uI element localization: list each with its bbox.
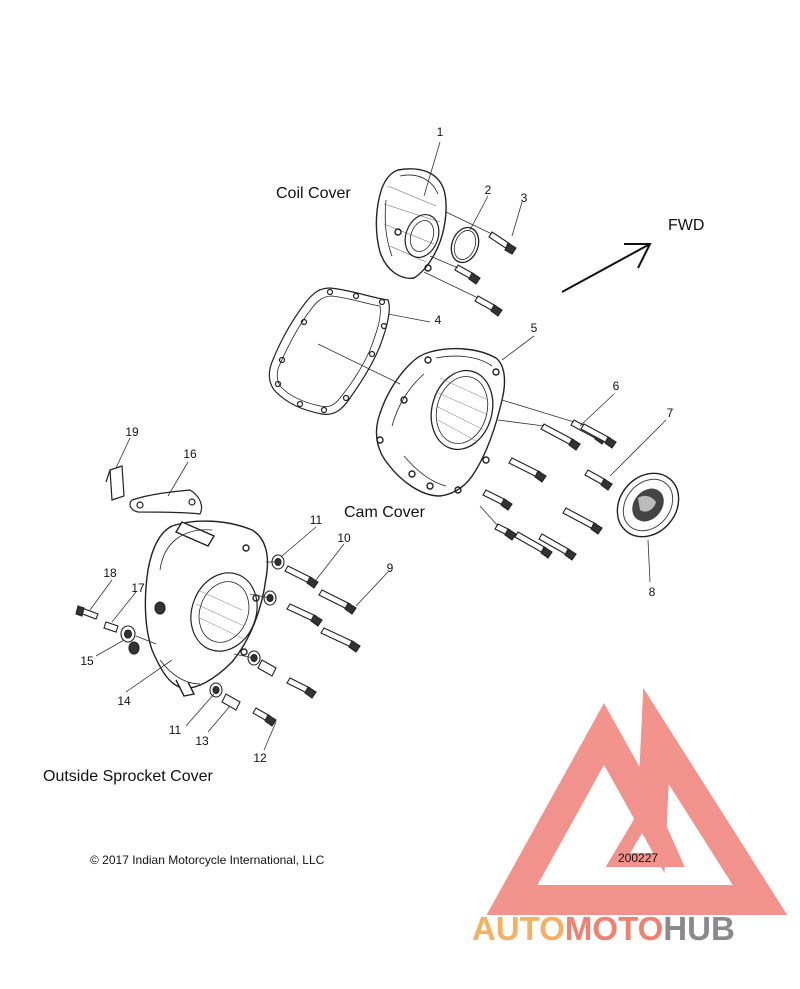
callout-19: 19 <box>125 425 139 439</box>
medallion-part <box>616 472 680 538</box>
watermark-part-moto: MOTO <box>565 910 663 947</box>
cam-cover-leader-lines <box>479 399 575 527</box>
coil-cover-bolts <box>454 231 517 317</box>
outside-sprocket-cover-part <box>144 520 269 697</box>
o-ring-part <box>450 226 480 264</box>
outside-sprocket-cover-title: Outside Sprocket Cover <box>43 768 214 785</box>
callout-14: 14 <box>117 694 131 708</box>
callout-9: 9 <box>387 561 394 575</box>
cam-cover-title: Cam Cover <box>344 504 426 521</box>
callout-3: 3 <box>521 191 528 205</box>
copyright-text: © 2017 Indian Motorcycle International, … <box>90 853 325 867</box>
callout-leader-lines <box>89 141 667 751</box>
callout-12: 12 <box>253 751 267 765</box>
callout-13: 13 <box>195 734 209 748</box>
cam-cover-gasket-part <box>268 287 390 415</box>
watermark-wordmark: AUTOMOTOHUB <box>472 910 735 947</box>
fwd-arrow <box>561 243 652 293</box>
callout-11-lower: 11 <box>169 723 182 737</box>
gasket-leader-line <box>317 343 401 385</box>
cam-cover-part <box>375 347 506 497</box>
coil-cover-leader-lines <box>423 211 493 299</box>
callout-16: 16 <box>183 447 197 461</box>
sprocket-leader-lines <box>135 561 278 659</box>
callout-11-upper: 11 <box>310 513 323 527</box>
callout-6: 6 <box>613 379 620 393</box>
callout-10: 10 <box>337 531 351 545</box>
figure-number: 200227 <box>618 851 658 865</box>
callout-15: 15 <box>80 654 94 668</box>
callout-7: 7 <box>667 406 674 420</box>
fwd-label: FWD <box>668 217 704 234</box>
coil-cover-part <box>375 168 447 279</box>
callout-8: 8 <box>649 585 656 599</box>
bracket-part <box>129 489 203 515</box>
callout-1: 1 <box>437 125 444 139</box>
coil-cover-title: Coil Cover <box>276 185 351 202</box>
watermark-logo <box>486 687 788 915</box>
watermark-part-auto: AUTO <box>472 910 565 947</box>
callout-2: 2 <box>485 183 492 197</box>
callout-18: 18 <box>103 566 117 580</box>
watermark-part-hub: HUB <box>663 910 735 947</box>
sprocket-cover-hardware <box>75 554 361 727</box>
callout-17: 17 <box>131 581 145 595</box>
cam-cover-bolts <box>482 419 617 561</box>
callout-4: 4 <box>435 313 442 327</box>
callout-5: 5 <box>531 321 538 335</box>
clip-part <box>105 465 125 501</box>
